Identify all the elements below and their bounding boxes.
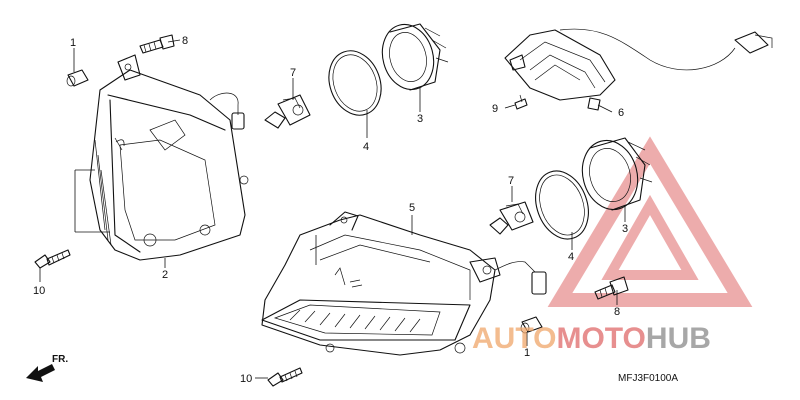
watermark-hub: HUB: [646, 322, 711, 355]
part-8-bolt-top: [139, 34, 175, 54]
callout-1-left: 1: [70, 37, 76, 49]
watermark-auto: AUTO: [472, 322, 556, 355]
part-1-collar-left: [66, 69, 89, 87]
part-4-seal-ring-mid: [535, 170, 589, 240]
part-3-dust-cover-top: [381, 23, 449, 91]
watermark-text: AUTOMOTOHUB: [472, 322, 711, 355]
callout-7-top: 7: [290, 67, 296, 79]
callout-3-top: 3: [417, 113, 423, 125]
callout-8-top: 8: [182, 35, 188, 47]
callout-1-bottom: 1: [524, 347, 530, 359]
callout-6: 6: [618, 107, 624, 119]
part-8-bolt-right: [594, 276, 629, 300]
part-9-screw: [514, 94, 528, 110]
callout-7-mid: 7: [508, 175, 514, 187]
watermark-moto: MOTO: [556, 322, 645, 355]
watermark-logo: [547, 136, 753, 307]
front-direction-indicator: FR.: [26, 354, 68, 382]
position-lamp-assembly: [504, 28, 773, 111]
callout-5: 5: [409, 202, 415, 214]
callout-2: 2: [162, 269, 168, 281]
part-7-bulb-mid: [489, 201, 534, 235]
callout-4-top: 4: [363, 141, 369, 153]
part-10-screw-bottom: [267, 367, 303, 387]
svg-text:AUTOMOTOHUB: AUTOMOTOHUB: [472, 322, 711, 355]
part-3-dust-cover-mid: [581, 137, 653, 211]
part-4-seal-ring-top: [328, 50, 382, 116]
direction-label: FR.: [52, 354, 68, 365]
headlight-unit-right: [89, 54, 249, 261]
front-arrow-icon: [26, 364, 55, 382]
callout-10-bottom: 10: [240, 373, 252, 385]
callout-3-mid: 3: [622, 223, 628, 235]
part-1-collar-bottom: [520, 316, 543, 334]
part-7-bulb-top: [264, 94, 311, 129]
diagram-code: MFJ3F0100A: [618, 373, 678, 384]
headlight-unit-left: [261, 211, 547, 356]
callout-10-left: 10: [33, 285, 45, 297]
callout-8-right: 8: [614, 306, 620, 318]
part-10-screw-left: [34, 249, 71, 269]
callout-9: 9: [492, 103, 498, 115]
callout-4-mid: 4: [568, 251, 574, 263]
leader-lines: [39, 39, 626, 379]
